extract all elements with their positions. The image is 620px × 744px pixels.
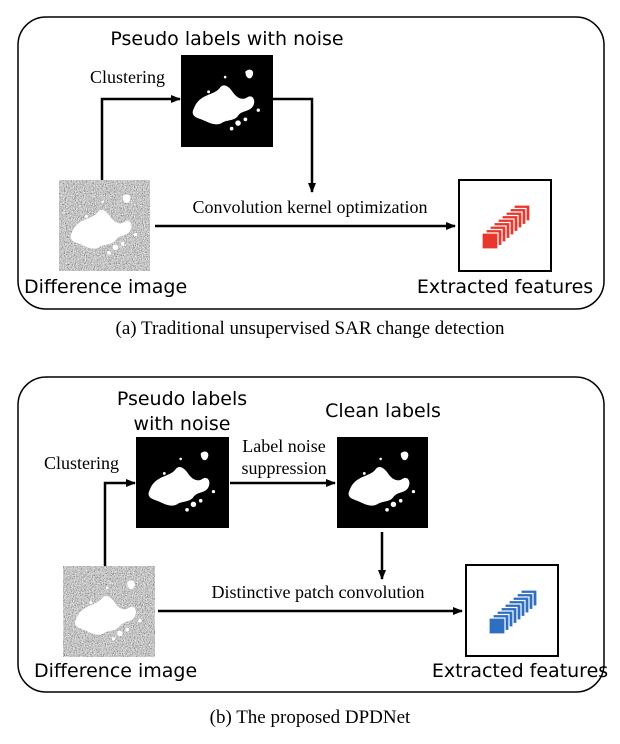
- panel-b-pseudo-label-image: [136, 437, 229, 528]
- panel-b-difference-image: [63, 566, 155, 657]
- panel-b-pseudo-title-1: Pseudo labels: [117, 388, 247, 410]
- panel-a-clustering-label: Clustering: [90, 67, 165, 87]
- panel-a-clustering-arrow: [100, 95, 181, 180]
- panel-b-clean-label-image: [337, 437, 428, 528]
- panel-b-frame: [17, 376, 605, 693]
- panel-a-feature-layer: [481, 232, 499, 250]
- panel-a-difference-label: Difference image: [24, 276, 187, 298]
- panel-a-extracted-label: Extracted features: [417, 276, 593, 298]
- panel-a-pseudo-title: Pseudo labels with noise: [110, 28, 343, 50]
- panel-b-noise-label-1: Label noise: [242, 436, 325, 456]
- panel-b-feature-box: [465, 564, 559, 657]
- panel-a-pseudo-down-arrow: [273, 97, 316, 193]
- panel-b-difference-label: Difference image: [34, 660, 197, 682]
- panel-a-conv-opt-label: Convolution kernel optimization: [193, 197, 428, 217]
- panel-b-pseudo-title-2: with noise: [134, 413, 231, 435]
- panel-b-patch-conv-label: Distinctive patch convolution: [212, 582, 425, 602]
- panel-a-frame: [17, 16, 605, 310]
- panel-b-extracted-label: Extracted features: [432, 660, 608, 682]
- panel-b-clustering-label: Clustering: [44, 453, 119, 473]
- panel-a-caption: (a) Traditional unsupervised SAR change …: [116, 318, 505, 339]
- panel-b-noise-label-2: suppression: [242, 458, 327, 478]
- panel-b-clustering-arrow: [103, 479, 136, 566]
- panel-b-caption: (b) The proposed DPDNet: [210, 707, 411, 728]
- panel-a-pseudo-label-image: [181, 55, 273, 147]
- panel-a-difference-image: [59, 180, 150, 271]
- panel-b-feature-layer: [488, 617, 506, 635]
- panel-a-feature-box: [458, 179, 552, 272]
- panel-b-clean-title: Clean labels: [325, 400, 441, 422]
